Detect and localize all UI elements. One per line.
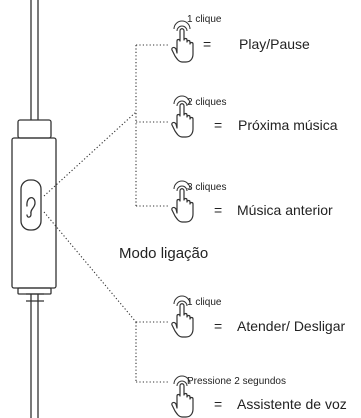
ear-icon — [26, 197, 36, 218]
equals-sign: = — [214, 318, 223, 334]
tap-hand-icon — [171, 95, 194, 138]
tap-hand-icon — [171, 295, 194, 338]
remote-control — [11, 119, 57, 295]
remote-button — [20, 179, 42, 231]
connector-lines — [43, 44, 168, 383]
equals-sign: = — [214, 202, 223, 218]
equals-sign: = — [214, 117, 223, 133]
gesture-label: 1 clique — [187, 297, 222, 308]
gesture-label: 3 cliques — [187, 182, 227, 193]
gesture-label: Pressione 2 segundos — [187, 376, 286, 387]
tap-hand-icon — [171, 20, 194, 63]
equals-sign: = — [214, 396, 223, 412]
tap-hand-icon — [171, 180, 194, 223]
action-label: Próxima música — [238, 117, 338, 133]
action-label: Assistente de voz — [237, 396, 347, 412]
action-label: Atender/ Desligar — [237, 318, 346, 334]
gesture-label: 1 clique — [187, 14, 222, 25]
press-hand-icon — [171, 375, 194, 418]
gesture-label: 2 cliques — [187, 97, 227, 108]
earphone-cable — [26, 0, 44, 418]
action-label: Música anterior — [237, 202, 333, 218]
action-label: Play/Pause — [239, 36, 310, 52]
equals-sign: = — [203, 36, 212, 52]
section-title: Modo ligação — [119, 245, 209, 262]
